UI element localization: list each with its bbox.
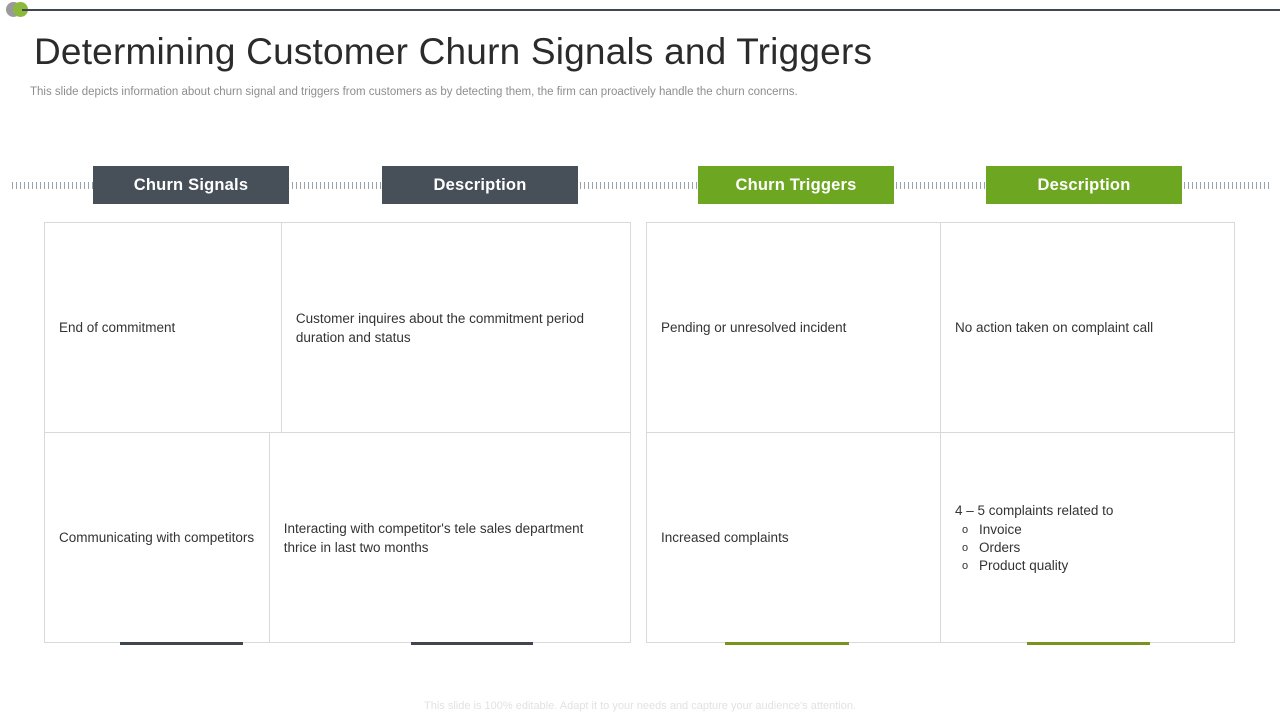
list-item: Product quality: [955, 557, 1113, 575]
complaint-category-list: Invoice Orders Product quality: [955, 521, 1113, 575]
table-cell-signal: Communicating with competitors: [45, 433, 270, 642]
table-row: End of commitment Customer inquires abou…: [45, 223, 630, 433]
description-text: Customer inquires about the commitment p…: [295, 310, 584, 345]
header-divider-line: [22, 9, 1280, 11]
table-cell-description: 4 – 5 complaints related to Invoice Orde…: [941, 433, 1234, 642]
column-header-label: Description: [1037, 175, 1131, 194]
column-header-label: Churn Triggers: [735, 175, 857, 194]
trigger-text: Pending or unresolved incident: [661, 320, 847, 335]
footer-note: This slide is 100% editable. Adapt it to…: [424, 700, 856, 712]
top-decoration: [0, 0, 1280, 22]
list-item: Invoice: [955, 521, 1113, 539]
page-subtitle: This slide depicts information about chu…: [30, 86, 798, 98]
churn-triggers-table: Pending or unresolved incident No action…: [646, 222, 1235, 643]
column-header-churn-signals[interactable]: Churn Signals: [93, 166, 289, 204]
column-header-signals-description[interactable]: Description: [382, 166, 578, 204]
table-cell-trigger: Increased complaints: [647, 433, 941, 642]
accent-bar-churn-triggers: [725, 642, 849, 645]
table-cell-description: Interacting with competitor's tele sales…: [270, 433, 630, 642]
column-header-churn-triggers[interactable]: Churn Triggers: [698, 166, 894, 204]
description-text: 4 – 5 complaints related to: [955, 502, 1114, 518]
column-header-label: Churn Signals: [133, 175, 249, 194]
list-item: Orders: [955, 539, 1113, 557]
table-row: Increased complaints 4 – 5 complaints re…: [647, 433, 1234, 642]
table-row: Communicating with competitors Interacti…: [45, 433, 630, 642]
page-title: Determining Customer Churn Signals and T…: [34, 31, 873, 72]
column-header-label: Description: [433, 175, 527, 194]
trigger-text: Increased complaints: [661, 530, 789, 545]
signal-text: End of commitment: [59, 320, 176, 335]
signal-text: Communicating with competitors: [59, 530, 255, 545]
table-cell-description: Customer inquires about the commitment p…: [282, 223, 630, 432]
table-cell-description: No action taken on complaint call: [941, 223, 1234, 432]
table-row: Pending or unresolved incident No action…: [647, 223, 1234, 433]
accent-bar-triggers-description: [1027, 642, 1150, 645]
column-header-triggers-description[interactable]: Description: [986, 166, 1182, 204]
description-text: No action taken on complaint call: [955, 320, 1154, 335]
complaint-breakdown: 4 – 5 complaints related to Invoice Orde…: [955, 501, 1113, 575]
table-cell-trigger: Pending or unresolved incident: [647, 223, 941, 432]
churn-signals-table: End of commitment Customer inquires abou…: [44, 222, 631, 643]
description-text: Interacting with competitor's tele sales…: [283, 520, 584, 555]
table-cell-signal: End of commitment: [45, 223, 282, 432]
accent-bar-signals-description: [411, 642, 533, 645]
accent-bar-churn-signals: [120, 642, 243, 645]
decorative-green-circle-icon: [13, 2, 28, 17]
dotted-connector-line: [12, 182, 1270, 189]
column-header-band: Churn Signals Description Churn Triggers…: [0, 166, 1280, 204]
